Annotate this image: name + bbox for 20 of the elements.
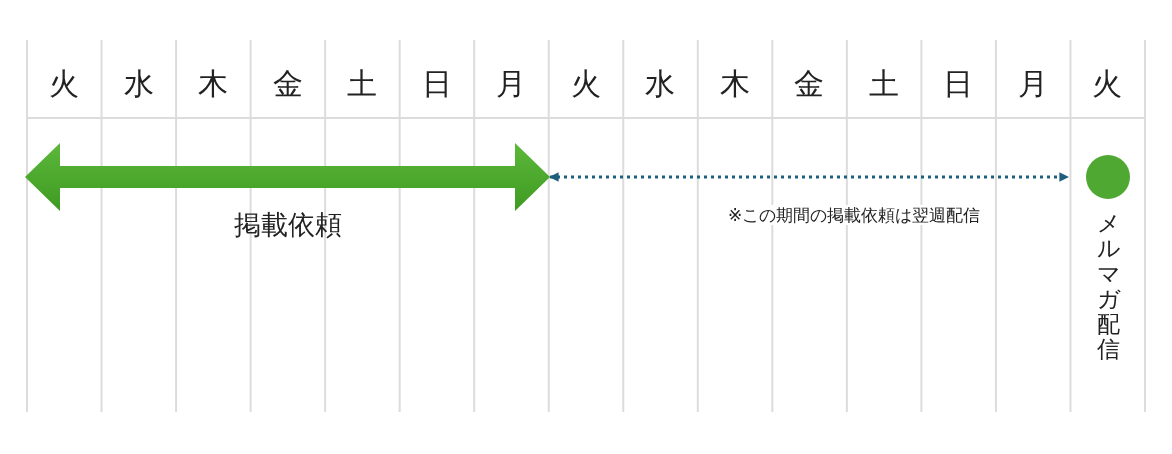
day-label: 木 [718, 65, 751, 103]
edge-label: ※この期間の掲載依頼は翌週配信 [727, 205, 981, 225]
day-label: 日 [942, 65, 975, 103]
day-label: 日 [420, 65, 453, 103]
dotted-arrow [549, 172, 1069, 182]
day-label: 月 [495, 65, 528, 103]
day-label: 金 [793, 65, 826, 103]
day-label: 金 [271, 65, 304, 103]
day-label: 土 [867, 65, 900, 103]
day-label: 木 [197, 65, 230, 103]
day-label: 火 [1091, 65, 1124, 103]
day-label: 火 [48, 65, 80, 103]
day-label: 水 [644, 65, 677, 103]
vertical-caption: メルマガ配信 [1096, 211, 1120, 363]
day-label: 土 [346, 65, 379, 103]
band-label: 掲載依頼 [232, 208, 343, 242]
day-label: 水 [122, 65, 155, 103]
day-label: 火 [569, 65, 602, 103]
milestone-dot [1086, 155, 1130, 199]
day-label: 月 [1016, 65, 1049, 103]
